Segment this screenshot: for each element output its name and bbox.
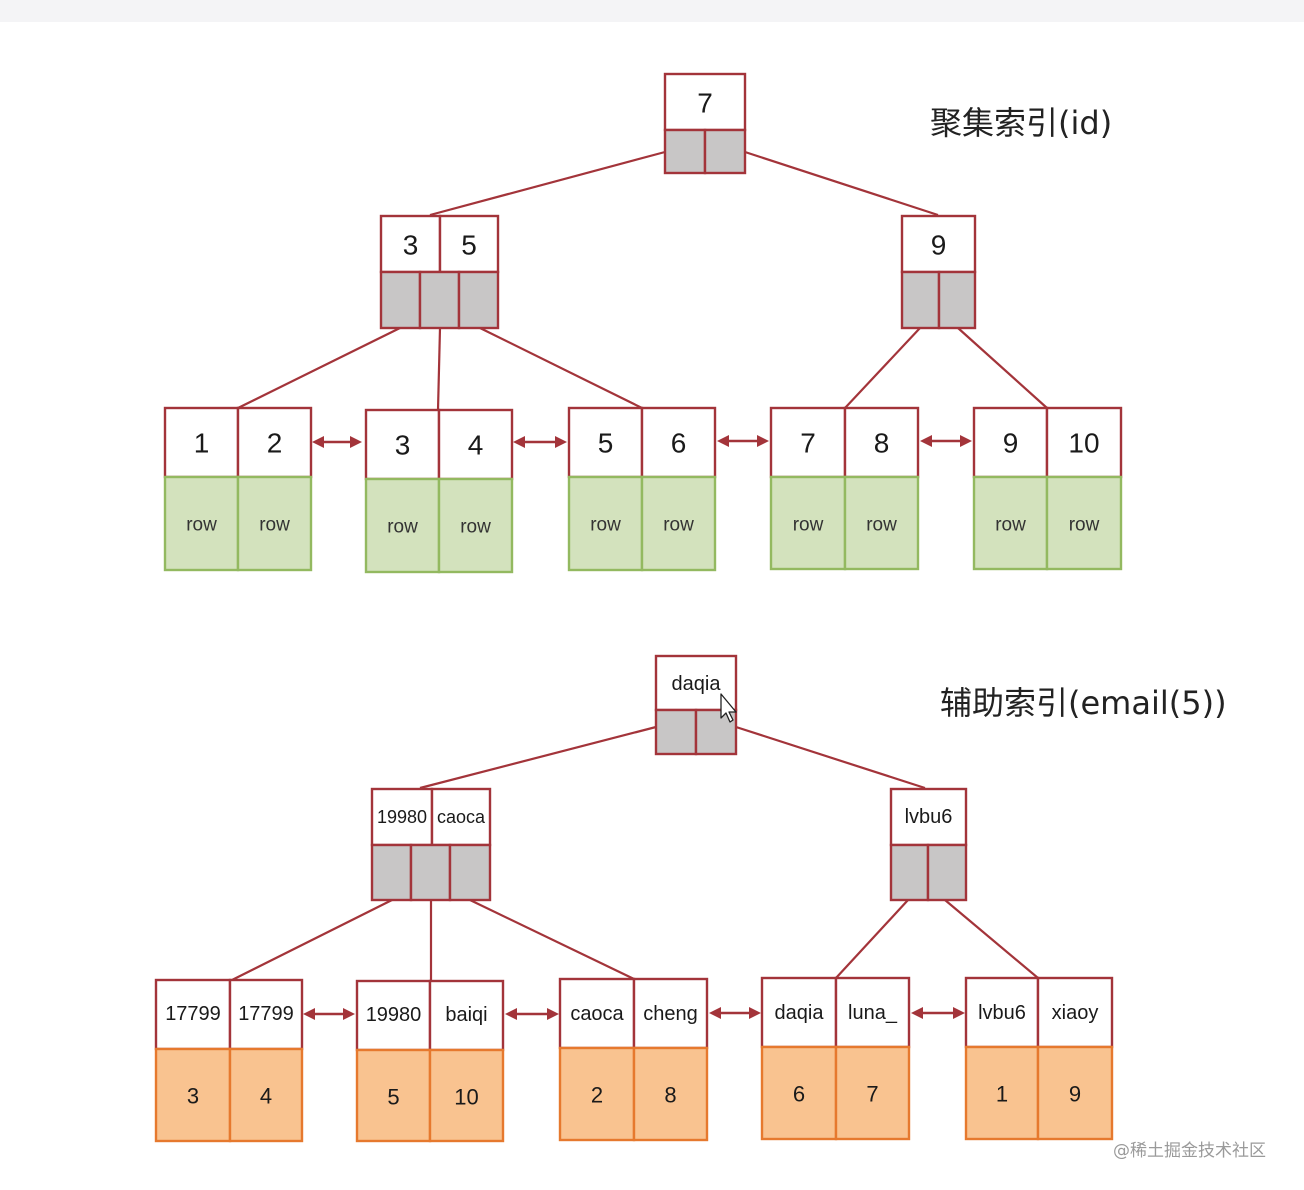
clustered-edges [237, 150, 1048, 411]
leaf-key: xiaoy [1052, 1002, 1099, 1024]
secondary-leaf-5: lvbu6 xiaoy 1 9 [964, 976, 1114, 1141]
leaf-key: 7 [800, 428, 816, 459]
leaf-key: lvbu6 [978, 1002, 1026, 1024]
node-key: 7 [697, 88, 713, 119]
leaf-key: 5 [598, 428, 614, 459]
node-key: 9 [931, 230, 947, 261]
primary-key-value: 10 [454, 1085, 478, 1110]
row-data: row [793, 515, 824, 536]
clustered-index-tree: 聚集索引(id) 7 3 5 [163, 72, 1123, 574]
node-key: caoca [437, 807, 486, 827]
primary-key-value: 4 [260, 1084, 272, 1109]
clustered-internal-node-left: 3 5 [379, 214, 500, 330]
secondary-leaf-4: daqia luna_ 6 7 [760, 976, 911, 1141]
leaf-key: 19980 [366, 1004, 422, 1026]
primary-key-value: 6 [793, 1082, 805, 1107]
leaf-link-arrow [709, 1007, 761, 1019]
node-key: lvbu6 [905, 806, 953, 828]
primary-key-value: 2 [591, 1083, 603, 1108]
clustered-leaf-2: 3 4 row row [364, 408, 514, 574]
leaf-link-arrow [513, 436, 567, 448]
leaf-key: luna_ [848, 1002, 898, 1024]
row-data: row [460, 517, 491, 538]
leaf-key: daqia [775, 1002, 825, 1024]
row-data: row [663, 515, 694, 536]
row-data: row [590, 515, 621, 536]
secondary-leaf-3: caoca cheng 2 8 [558, 977, 709, 1142]
node-key: 3 [403, 230, 419, 261]
leaf-key: 2 [267, 428, 283, 459]
node-key: daqia [672, 673, 722, 695]
secondary-leaf-1: 17799 17799 3 4 [154, 978, 304, 1143]
leaf-link-arrow [312, 436, 362, 448]
secondary-edges [231, 725, 1039, 981]
leaf-link-arrow [505, 1008, 559, 1020]
clustered-internal-node-right: 9 [900, 214, 977, 330]
secondary-internal-node-right: lvbu6 [889, 787, 968, 902]
primary-key-value: 1 [996, 1082, 1008, 1107]
secondary-leaf-links [303, 1007, 965, 1020]
primary-key-value: 5 [387, 1085, 399, 1110]
primary-key-value: 3 [187, 1084, 199, 1109]
leaf-key: 9 [1003, 428, 1019, 459]
row-data: row [259, 515, 290, 536]
secondary-leaf-2: 19980 baiqi 5 10 [355, 979, 505, 1143]
primary-key-value: 8 [664, 1083, 676, 1108]
clustered-leaf-4: 7 8 row row [769, 406, 920, 571]
leaf-key: 8 [874, 428, 890, 459]
leaf-key: baiqi [445, 1004, 487, 1026]
row-data: row [995, 515, 1026, 536]
leaf-key: 4 [468, 430, 484, 461]
primary-key-value: 7 [866, 1082, 878, 1107]
primary-key-value: 9 [1069, 1082, 1081, 1107]
clustered-leaf-links [312, 435, 972, 448]
leaf-link-arrow [717, 435, 769, 447]
secondary-index-title: 辅助索引(email(5)) [940, 684, 1227, 722]
leaf-key: 17799 [165, 1003, 221, 1025]
row-data: row [866, 515, 897, 536]
secondary-index-tree: 辅助索引(email(5)) daqia 19980 caoca [154, 654, 1227, 1143]
node-key: 5 [461, 230, 477, 261]
clustered-leaf-5: 9 10 row row [972, 406, 1123, 571]
row-data: row [186, 515, 217, 536]
leaf-key: 17799 [238, 1003, 294, 1025]
leaf-key: caoca [570, 1003, 624, 1025]
secondary-root-node: daqia [654, 654, 738, 756]
leaf-key: 10 [1068, 428, 1099, 459]
window-top-bar [0, 0, 1304, 22]
leaf-key: 1 [194, 428, 210, 459]
leaf-link-arrow [911, 1007, 965, 1019]
leaf-key: 6 [671, 428, 687, 459]
leaf-key: cheng [643, 1003, 698, 1025]
secondary-internal-node-left: 19980 caoca [370, 787, 492, 902]
clustered-leaf-1: 1 2 row row [163, 406, 313, 572]
watermark: @稀土掘金技术社区 [1113, 1141, 1266, 1161]
mouse-cursor-icon [720, 693, 737, 723]
row-data: row [387, 517, 418, 538]
clustered-root-node: 7 [663, 72, 747, 175]
clustered-leaf-3: 5 6 row row [567, 406, 717, 572]
leaf-link-arrow [303, 1008, 355, 1020]
leaf-key: 3 [395, 430, 411, 461]
node-key: 19980 [377, 807, 427, 827]
leaf-link-arrow [920, 435, 972, 447]
row-data: row [1069, 515, 1100, 536]
clustered-index-title: 聚集索引(id) [930, 104, 1112, 142]
